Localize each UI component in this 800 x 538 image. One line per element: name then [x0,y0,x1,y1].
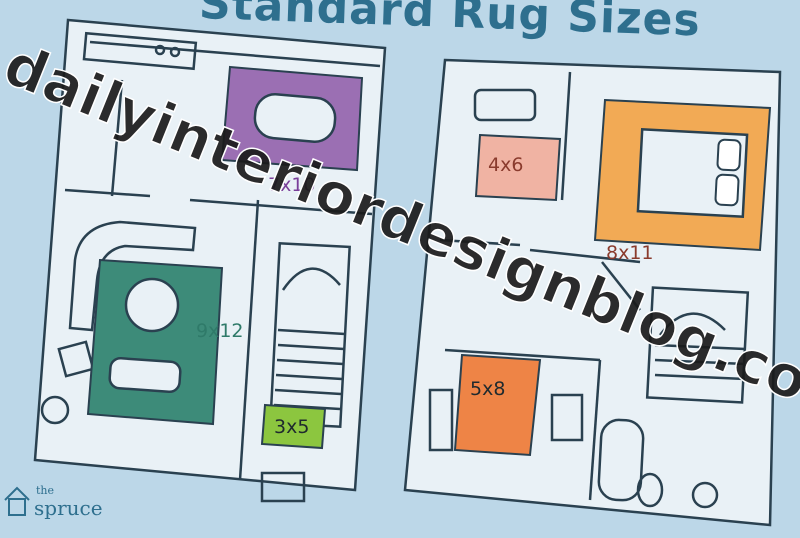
left-plan-wall [64,188,151,198]
stair-step [654,358,746,366]
left-plan-wall [189,198,373,216]
rug-4x6 [474,133,562,202]
stair-step [654,373,746,381]
dining-table [253,93,337,143]
rug-label-5x8: 5x8 [470,378,506,400]
stair-step [654,343,746,351]
rug-label-8x11: 8x11 [606,242,654,264]
stair-step [277,343,345,351]
rug-label-9x12: 9x12 [196,320,244,342]
pillow [714,173,740,207]
stair-spiral [281,267,341,291]
left-plan-wall [110,79,124,197]
rug-label-3x5: 3x5 [274,416,310,438]
right-plan-wall [529,248,641,264]
house-icon [4,486,30,516]
right-stairs [645,286,750,404]
stair-step [275,373,343,381]
pillow [716,138,742,172]
brand-logo: the spruce [0,478,110,528]
coffee-table-top [124,277,180,333]
left-plan-wall [238,199,260,481]
stair-step [274,388,342,396]
rug-label-7x10: 7x10 [268,174,316,196]
right-plan-wall [588,359,602,501]
brand-the: the [36,484,55,497]
ottoman-top [108,357,182,393]
crib [473,88,537,122]
right-plan-wall [601,261,641,311]
right-plan-wall [560,71,572,201]
entry-bench [260,471,306,503]
armchair [57,340,95,378]
bookshelf [550,393,584,442]
right-plan-wall [439,238,521,247]
sink [691,481,719,509]
kitchen-counter [82,31,198,71]
rug-5x8 [453,353,542,457]
rug-3x5 [260,403,327,450]
left-plan-wall [89,40,381,68]
rug-label-4x6: 4x6 [488,154,524,176]
stove-burner [169,46,181,58]
brand-spruce: spruce [34,496,103,520]
right-plan-wall [444,348,601,362]
stove-burner [154,44,166,56]
stair-spiral [659,312,726,336]
bathtub [597,418,645,502]
stair-step [276,358,344,366]
stair-step [277,328,346,336]
desk [428,388,454,452]
toilet [636,472,664,508]
side-table [40,395,70,425]
sectional-sofa [68,220,197,332]
